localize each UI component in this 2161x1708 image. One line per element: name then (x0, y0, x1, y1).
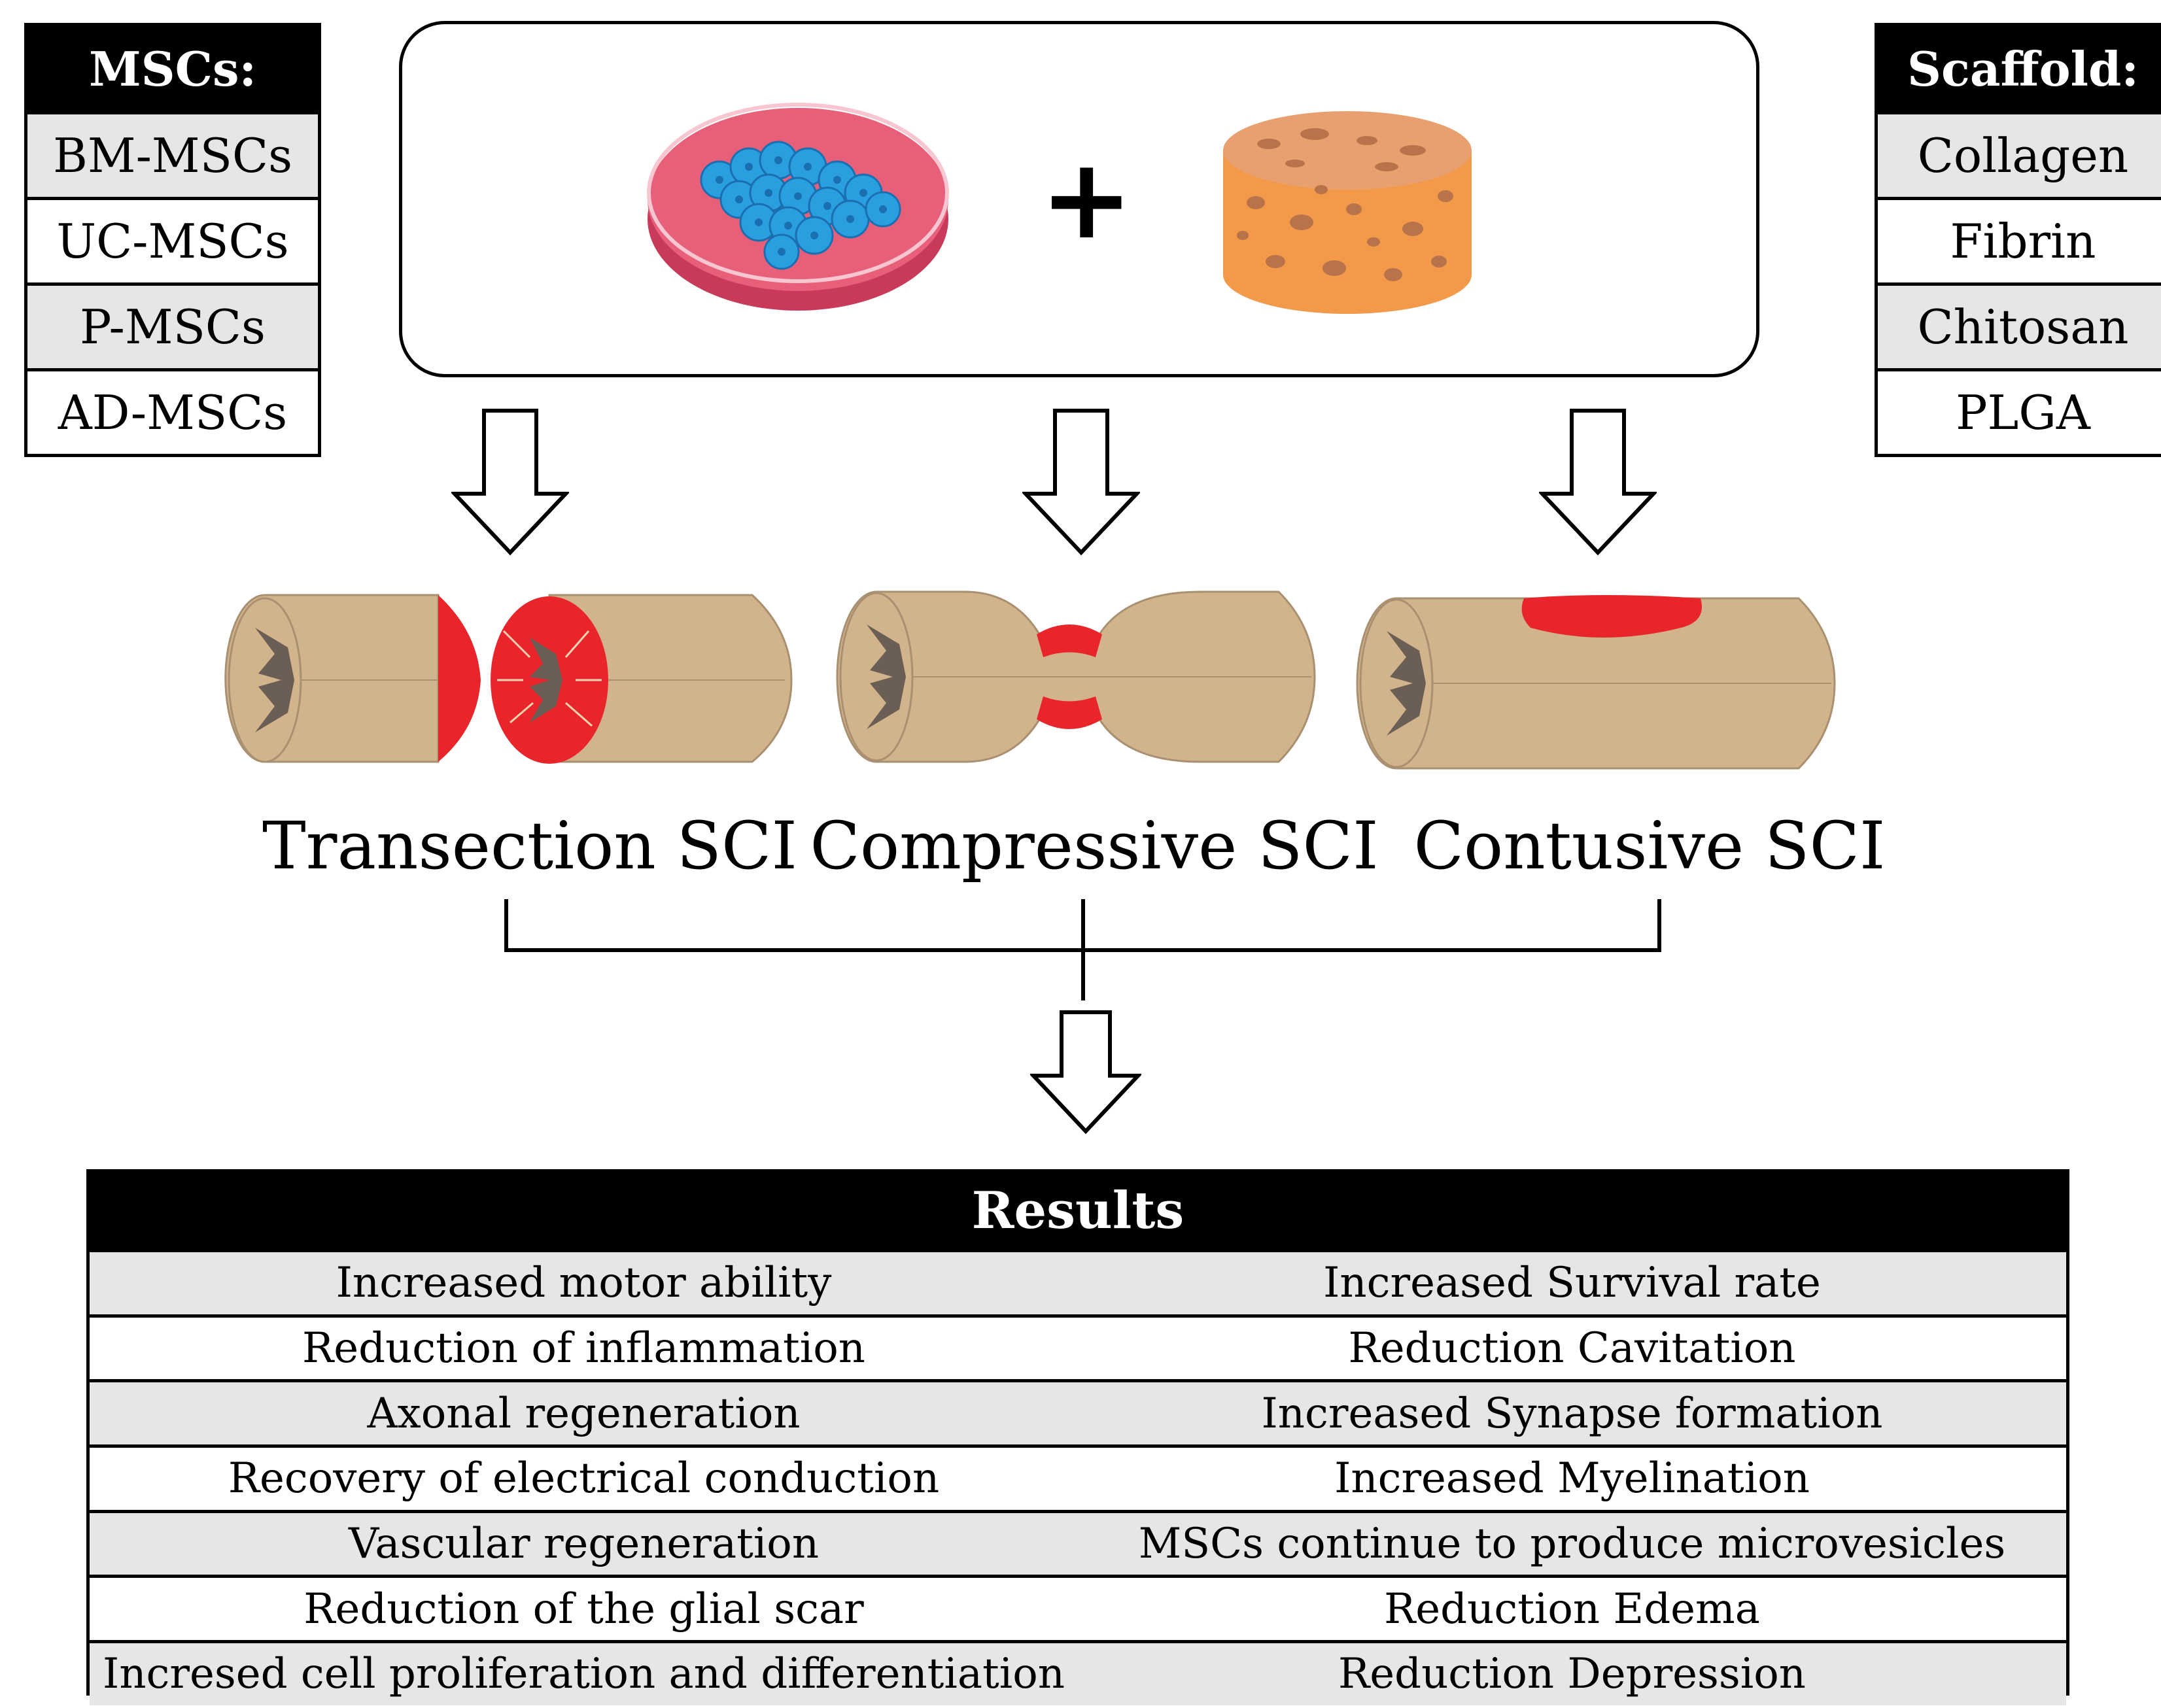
scaffold-item: PLGA (1878, 368, 2161, 454)
result-cell: Reduction of inflammation (302, 1324, 865, 1373)
contusive-cord-icon (1356, 595, 1836, 770)
table-row: Reduction of the glial scar Reduction Ed… (90, 1575, 2066, 1640)
results-header: Results (90, 1172, 2066, 1249)
table-row: Reduction of inflammation Reduction Cavi… (90, 1314, 2066, 1380)
table-row: Recovery of electrical conduction Increa… (90, 1444, 2066, 1510)
msc-table-header: MSCs: (27, 26, 318, 111)
result-cell: Vascular regeneration (348, 1520, 820, 1569)
down-arrow-icon (1030, 1010, 1141, 1135)
msc-table: MSCs: BM-MSCs UC-MSCs P-MSCs AD-MSCs (24, 23, 321, 457)
table-row: Incresed cell proliferation and differen… (90, 1640, 2066, 1705)
compressive-sci-label: Compressive SCI (810, 808, 1379, 884)
msc-item: BM-MSCs (27, 111, 318, 197)
result-cell: Reduction of the glial scar (303, 1584, 864, 1633)
result-cell: Increased motor ability (336, 1259, 832, 1308)
table-row: Axonal regeneration Increased Synapse fo… (90, 1379, 2066, 1445)
petri-dish-icon (647, 103, 949, 311)
down-arrow-icon (1022, 409, 1140, 556)
bracket-connector (504, 899, 1661, 1000)
result-cell: Incresed cell proliferation and differen… (103, 1650, 1065, 1699)
result-cell: Recovery of electrical conduction (228, 1454, 940, 1503)
scaffold-table-header: Scaffold: (1878, 26, 2161, 111)
table-row: Vascular regeneration MSCs continue to p… (90, 1509, 2066, 1575)
scaffold-item: Collagen (1878, 111, 2161, 197)
compressive-cord-icon (836, 590, 1316, 763)
down-arrow-icon (451, 409, 569, 556)
msc-item: AD-MSCs (27, 368, 318, 454)
scaffold-icon (1223, 111, 1472, 314)
result-cell: Reduction Cavitation (1348, 1324, 1796, 1373)
scaffold-item: Fibrin (1878, 197, 2161, 282)
result-cell: Increased Survival rate (1323, 1259, 1821, 1308)
table-row: Increased motor ability Increased Surviv… (90, 1249, 2066, 1314)
plus-sign: + (1040, 135, 1133, 264)
result-cell: Increased Synapse formation (1261, 1389, 1883, 1438)
transection-cord-icon (224, 594, 793, 764)
result-cell: Axonal regeneration (367, 1389, 801, 1438)
result-cell: Reduction Depression (1338, 1650, 1806, 1699)
down-arrow-icon (1539, 409, 1657, 556)
transection-sci-label: Transection SCI (262, 808, 798, 884)
msc-item: UC-MSCs (27, 197, 318, 282)
results-table: Results Increased motor ability Increase… (86, 1169, 2069, 1705)
result-cell: MSCs continue to produce microvesicles (1138, 1520, 2006, 1569)
result-cell: Reduction Edema (1384, 1584, 1760, 1633)
result-cell: Increased Myelination (1334, 1454, 1810, 1503)
scaffold-item: Chitosan (1878, 282, 2161, 368)
contusive-sci-label: Contusive SCI (1413, 808, 1886, 884)
combination-box (399, 21, 1759, 377)
msc-item: P-MSCs (27, 282, 318, 368)
scaffold-table: Scaffold: Collagen Fibrin Chitosan PLGA (1875, 23, 2161, 457)
